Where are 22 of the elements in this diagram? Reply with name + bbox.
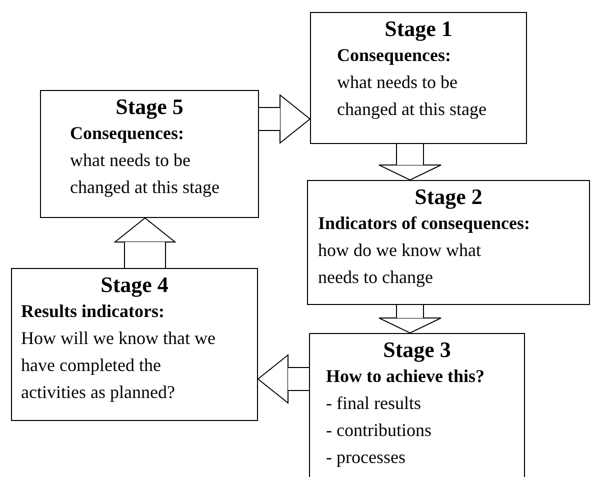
stage-title: Stage 3: [382, 336, 452, 363]
description-text: what needs to be changed at this stage: [70, 149, 220, 199]
stage-box: [310, 12, 527, 144]
stage-box: [40, 90, 259, 218]
section-heading: Indicators of consequences:: [318, 212, 530, 235]
stage-title: Stage 4: [100, 271, 170, 298]
section-heading: Results indicators:: [21, 300, 164, 323]
stage-box: [11, 268, 258, 421]
stage-box: [307, 180, 590, 305]
description-text: - contributions: [326, 419, 432, 442]
stage-title: Stage 1: [384, 15, 454, 42]
section-heading: Consequences:: [70, 122, 184, 145]
stage-title: Stage 2: [414, 183, 484, 210]
section-heading: Consequences:: [337, 44, 452, 67]
description-text: How will we know that we have completed the activities as planned?: [21, 327, 216, 404]
description-text: what needs to be changed at this stage: [337, 71, 488, 121]
description-text: - final results: [326, 392, 421, 415]
stage-title: Stage 5: [114, 93, 184, 120]
section-heading: How to achieve this?: [326, 365, 484, 388]
stage-box: [309, 333, 525, 477]
description-text: - processes: [326, 446, 406, 469]
description-text: how do we know what needs to change: [318, 239, 482, 289]
